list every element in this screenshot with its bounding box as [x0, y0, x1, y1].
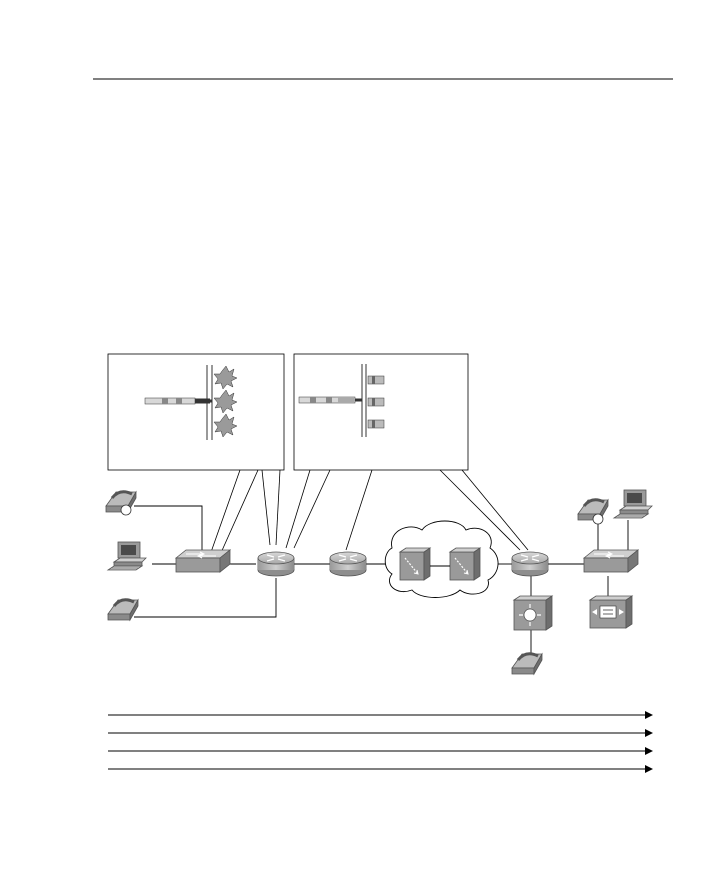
ip-phone-icon [510, 652, 544, 676]
pc-workstation-icon [107, 541, 147, 571]
network-links [134, 505, 629, 654]
ip-phone-icon [106, 598, 140, 622]
callout-box-queue-drops [107, 353, 285, 471]
fax-server-icon [588, 595, 634, 629]
lan-switch-icon [175, 549, 231, 573]
callout-pointer-lines [209, 469, 529, 556]
flow-arrows [108, 711, 653, 773]
callout-box-queues [293, 353, 469, 471]
router-icon [511, 551, 549, 577]
dropped-packet-burst-icon [213, 365, 238, 438]
lan-switch-icon [583, 549, 639, 573]
voice-gateway-icon [512, 595, 554, 631]
router-icon [329, 551, 367, 577]
router-icon [257, 551, 295, 577]
pc-workstation-icon [613, 489, 653, 519]
frame-relay-switch-icon [399, 547, 431, 581]
frame-relay-switch-icon [449, 547, 481, 581]
